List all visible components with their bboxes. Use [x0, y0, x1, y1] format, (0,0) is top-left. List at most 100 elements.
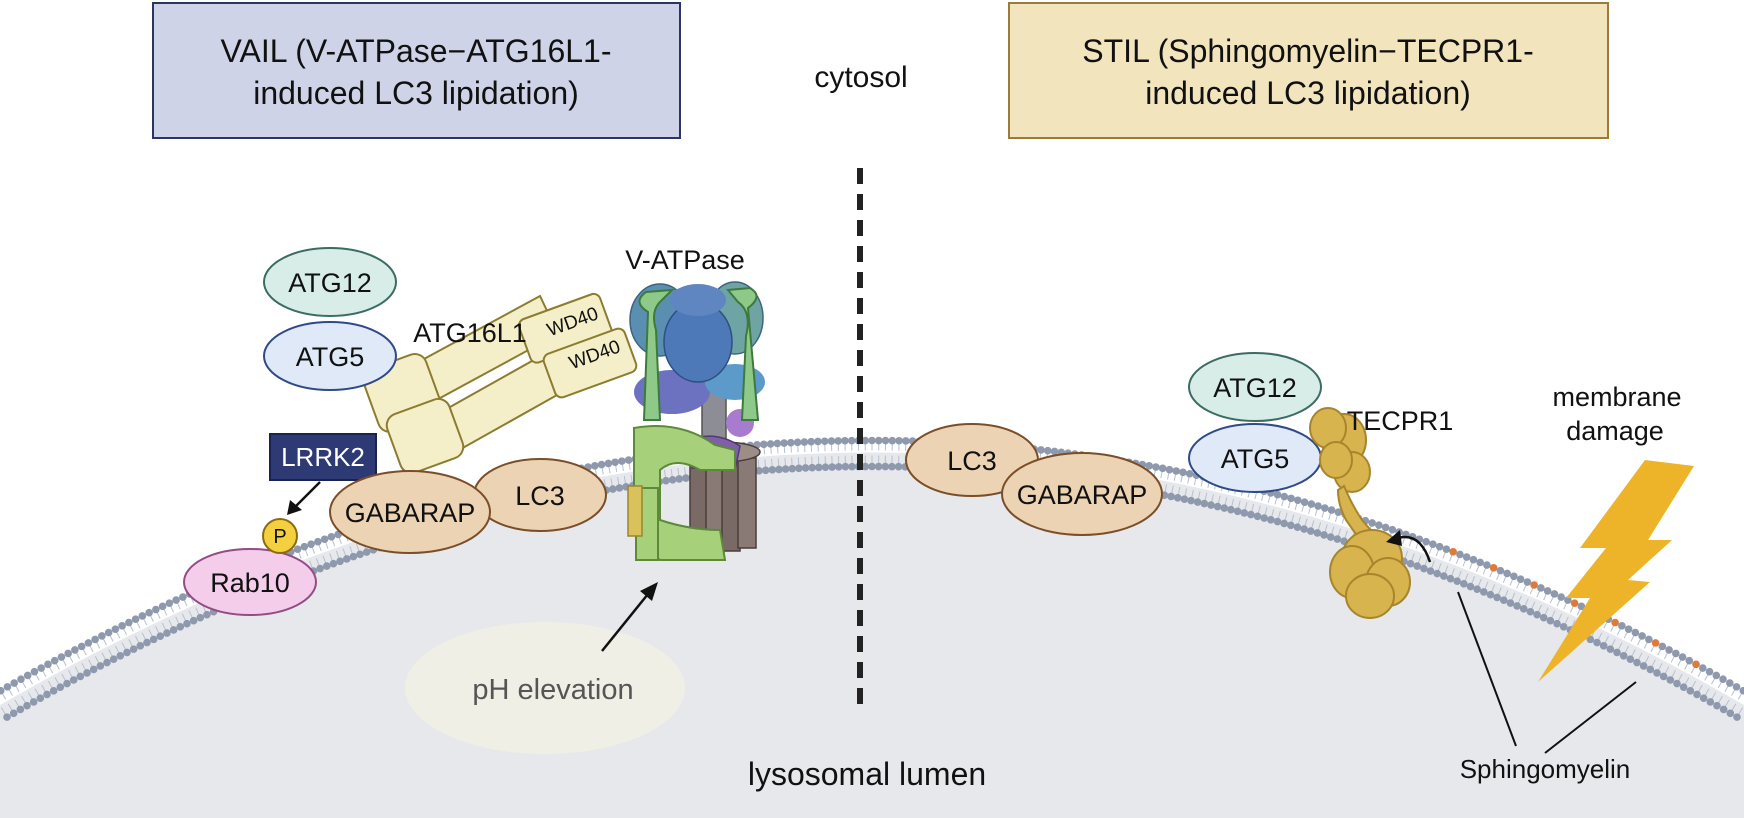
lipid-head	[196, 613, 205, 622]
lipid-head	[1375, 521, 1383, 529]
membrane-damage-label-line2: damage	[1566, 416, 1664, 446]
lipid-head	[44, 660, 52, 669]
lipid-head	[1300, 498, 1309, 506]
lipid-head	[1152, 463, 1160, 471]
lipid-head	[675, 475, 684, 483]
gabarap-stil-ellipse	[1001, 452, 1163, 536]
lipid-head	[1653, 669, 1661, 677]
lipid-head	[1506, 599, 1515, 607]
lipid-head	[30, 667, 39, 676]
lipid-head	[1462, 553, 1471, 561]
lipid-head	[668, 476, 677, 484]
lipid-head	[807, 437, 815, 446]
lipid-head	[1550, 590, 1559, 598]
sphingomyelin-head	[1449, 547, 1457, 556]
ph-elevation-region	[405, 622, 685, 754]
lipid-head	[618, 457, 626, 465]
lipid-head	[1326, 533, 1335, 541]
lipid-head	[179, 593, 187, 601]
lipid-head	[1586, 635, 1595, 644]
lipid-head	[1606, 645, 1615, 653]
sphingomyelin-head	[1611, 618, 1619, 627]
lipid-head	[624, 456, 633, 464]
lipid-head	[1719, 705, 1728, 714]
lipid-head	[3, 713, 11, 721]
lipid-head	[1626, 655, 1635, 663]
v-atpase-complex	[627, 281, 765, 561]
lipid-head	[861, 436, 870, 445]
lipid-head	[801, 464, 810, 472]
lipid-head	[1440, 572, 1448, 580]
lipid-head	[1187, 496, 1195, 505]
lipid-head	[1466, 582, 1475, 591]
lipid-head	[894, 462, 903, 471]
lipid-head	[828, 463, 836, 471]
lipid-head	[1679, 683, 1688, 691]
lipid-head	[1422, 537, 1430, 546]
v-atpase-label: V-ATPase	[625, 245, 745, 275]
lipid-head	[1453, 577, 1461, 586]
lipid-head	[847, 436, 856, 445]
lipid-head	[1499, 596, 1508, 605]
lipid-head	[176, 623, 185, 631]
lipid-head	[874, 462, 883, 471]
lipid-head	[136, 642, 145, 650]
rab10-ellipse	[183, 548, 317, 616]
lipid-head	[1533, 610, 1541, 619]
lipid-head	[868, 462, 876, 471]
lipid-head	[1510, 572, 1518, 581]
lipid-head	[1240, 509, 1249, 517]
lipid-head	[349, 552, 358, 561]
lipid-head	[1213, 502, 1222, 511]
lipid-head	[1473, 585, 1481, 593]
sphingomyelin-head	[1570, 599, 1579, 608]
lipid-head	[1613, 648, 1621, 657]
lipid-head	[149, 635, 158, 644]
lipid-head	[1638, 632, 1646, 640]
lipid-head	[1726, 709, 1735, 718]
lipid-head	[615, 484, 624, 492]
lightning-bolt-icon	[1538, 460, 1694, 682]
lipid-head	[662, 476, 670, 485]
lipid-head	[77, 642, 86, 651]
lipid-head	[1273, 490, 1282, 499]
lipid-head	[1559, 623, 1568, 631]
lipid-head	[138, 612, 147, 620]
lipid-head	[23, 671, 32, 680]
lipid-head	[795, 464, 803, 473]
lipid-head	[1173, 494, 1182, 502]
lipid-head	[1733, 713, 1741, 721]
lipid-head	[1699, 694, 1708, 702]
lipid-head	[307, 540, 315, 548]
tecpr1-label: TECPR1	[1347, 406, 1454, 436]
lipid-head	[1429, 540, 1437, 548]
lipid-head	[1179, 468, 1187, 477]
atg5-stil-label: ATG5	[1221, 444, 1290, 474]
lipid-head	[1207, 501, 1215, 509]
lipid-head	[1659, 672, 1668, 681]
lipid-head	[1483, 561, 1491, 569]
lipid-head	[820, 437, 829, 446]
lipid-head	[1537, 584, 1545, 592]
lipid-head	[83, 669, 91, 677]
lipid-head	[356, 550, 364, 559]
lipid-head	[604, 459, 613, 468]
lipid-head	[1280, 492, 1289, 501]
lipid-head	[143, 638, 151, 647]
lipid-head	[827, 437, 836, 445]
lipid-head	[314, 537, 322, 546]
lipid-head	[1719, 675, 1727, 684]
lipid-head	[1446, 574, 1455, 583]
lipid-head	[1333, 535, 1342, 543]
lipid-head	[145, 608, 153, 617]
lipid-head	[1666, 676, 1675, 684]
lipid-head	[881, 436, 890, 445]
lipid-head	[1557, 593, 1565, 601]
lipid-head	[1593, 638, 1601, 647]
lipid-head	[1476, 558, 1484, 567]
lipid-head	[322, 562, 331, 570]
lipid-head	[1145, 462, 1153, 470]
lipid-head	[156, 632, 165, 640]
lipid-head	[755, 466, 763, 475]
lipid-head	[37, 664, 45, 672]
